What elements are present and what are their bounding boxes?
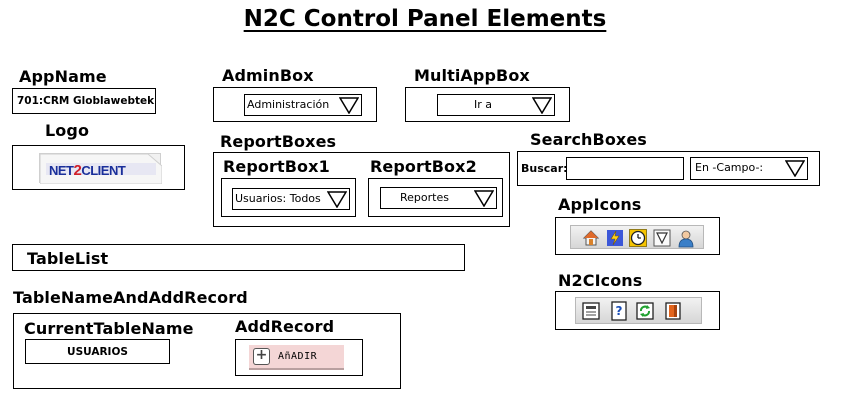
admin-select[interactable]: Administración [244, 94, 362, 116]
logo-text-net: NET [49, 163, 74, 178]
admin-select-value: Administración [247, 98, 330, 111]
app-name-value: 701:CRM Globlawebtek [17, 95, 155, 107]
report-boxes-label: ReportBoxes [220, 132, 337, 151]
report-box-2-select[interactable]: Reportes [380, 187, 497, 209]
report-box-2-label: ReportBox2 [370, 157, 477, 176]
chevron-down-icon [785, 160, 805, 177]
report-box-1-select-value: Usuarios: Todos [235, 192, 321, 205]
search-input[interactable] [566, 157, 684, 180]
chevron-down-icon [327, 191, 347, 208]
chevron-down-icon [532, 97, 552, 114]
document-icon[interactable] [582, 301, 600, 321]
page-title: N2C Control Panel Elements [243, 6, 607, 32]
multi-app-select[interactable]: Ir a [437, 94, 555, 116]
multi-app-box: Ir a [405, 87, 570, 122]
admin-box: Administración [213, 87, 377, 122]
app-name-box: 701:CRM Globlawebtek [12, 88, 156, 114]
app-icons-box [555, 217, 720, 255]
logo-text-two: 2 [73, 162, 82, 179]
n2c-icons-box: ? [555, 291, 720, 330]
logo-image[interactable]: NET2CLIENT [39, 153, 162, 184]
add-record-button-label: AñADIR [278, 351, 318, 362]
report-box-1-select[interactable]: Usuarios: Todos [232, 188, 350, 210]
report-box-1: Usuarios: Todos [221, 178, 356, 217]
n2c-icons-label: N2CIcons [558, 271, 643, 290]
chevron-down-icon [339, 97, 359, 114]
home-icon[interactable] [582, 228, 600, 248]
refresh-icon[interactable] [636, 301, 654, 321]
app-name-label: AppName [19, 67, 107, 86]
logo-box: NET2CLIENT [12, 145, 185, 190]
report-box-1-label: ReportBox1 [223, 157, 330, 176]
search-label: Buscar: [521, 162, 568, 175]
help-icon[interactable]: ? [610, 301, 628, 321]
add-record-box: + AñADIR [235, 339, 363, 376]
add-record-button[interactable]: + AñADIR [249, 345, 344, 370]
chevron-down-icon [474, 190, 494, 207]
table-list-label: TableList [27, 249, 109, 268]
add-record-label: AddRecord [235, 317, 335, 336]
logo-tab-shape [40, 154, 162, 184]
multi-app-select-value: Ir a [474, 98, 493, 111]
filter-icon[interactable] [653, 228, 671, 248]
user-icon[interactable] [677, 228, 695, 248]
app-icons-toolbar [570, 225, 704, 249]
clock-icon[interactable] [629, 228, 647, 248]
n2c-icons-toolbar: ? [575, 297, 702, 324]
admin-box-label: AdminBox [222, 66, 314, 85]
search-boxes-container: Buscar: En -Campo-: [517, 151, 820, 186]
search-field-select-value: En -Campo-: [695, 161, 764, 174]
multi-app-box-label: MultiAppBox [414, 66, 530, 85]
app-icons-label: AppIcons [558, 195, 642, 214]
current-table-name-box: USUARIOS [25, 339, 170, 364]
exit-icon[interactable] [664, 301, 682, 321]
table-name-add-record-label: TableNameAndAddRecord [13, 288, 248, 307]
current-table-name-value: USUARIOS [67, 346, 128, 358]
plus-icon: + [253, 348, 270, 365]
table-list-box: TableList [12, 244, 465, 271]
lightning-icon[interactable] [606, 228, 624, 248]
search-field-select[interactable]: En -Campo-: [690, 157, 808, 180]
logo-label: Logo [45, 121, 90, 140]
svg-text:?: ? [616, 304, 623, 318]
report-box-2: Reportes [368, 178, 503, 217]
report-box-2-select-value: Reportes [400, 191, 449, 204]
logo-text-client: CLIENT [81, 163, 126, 178]
current-table-name-label: CurrentTableName [24, 319, 194, 338]
search-boxes-label: SearchBoxes [530, 130, 647, 149]
